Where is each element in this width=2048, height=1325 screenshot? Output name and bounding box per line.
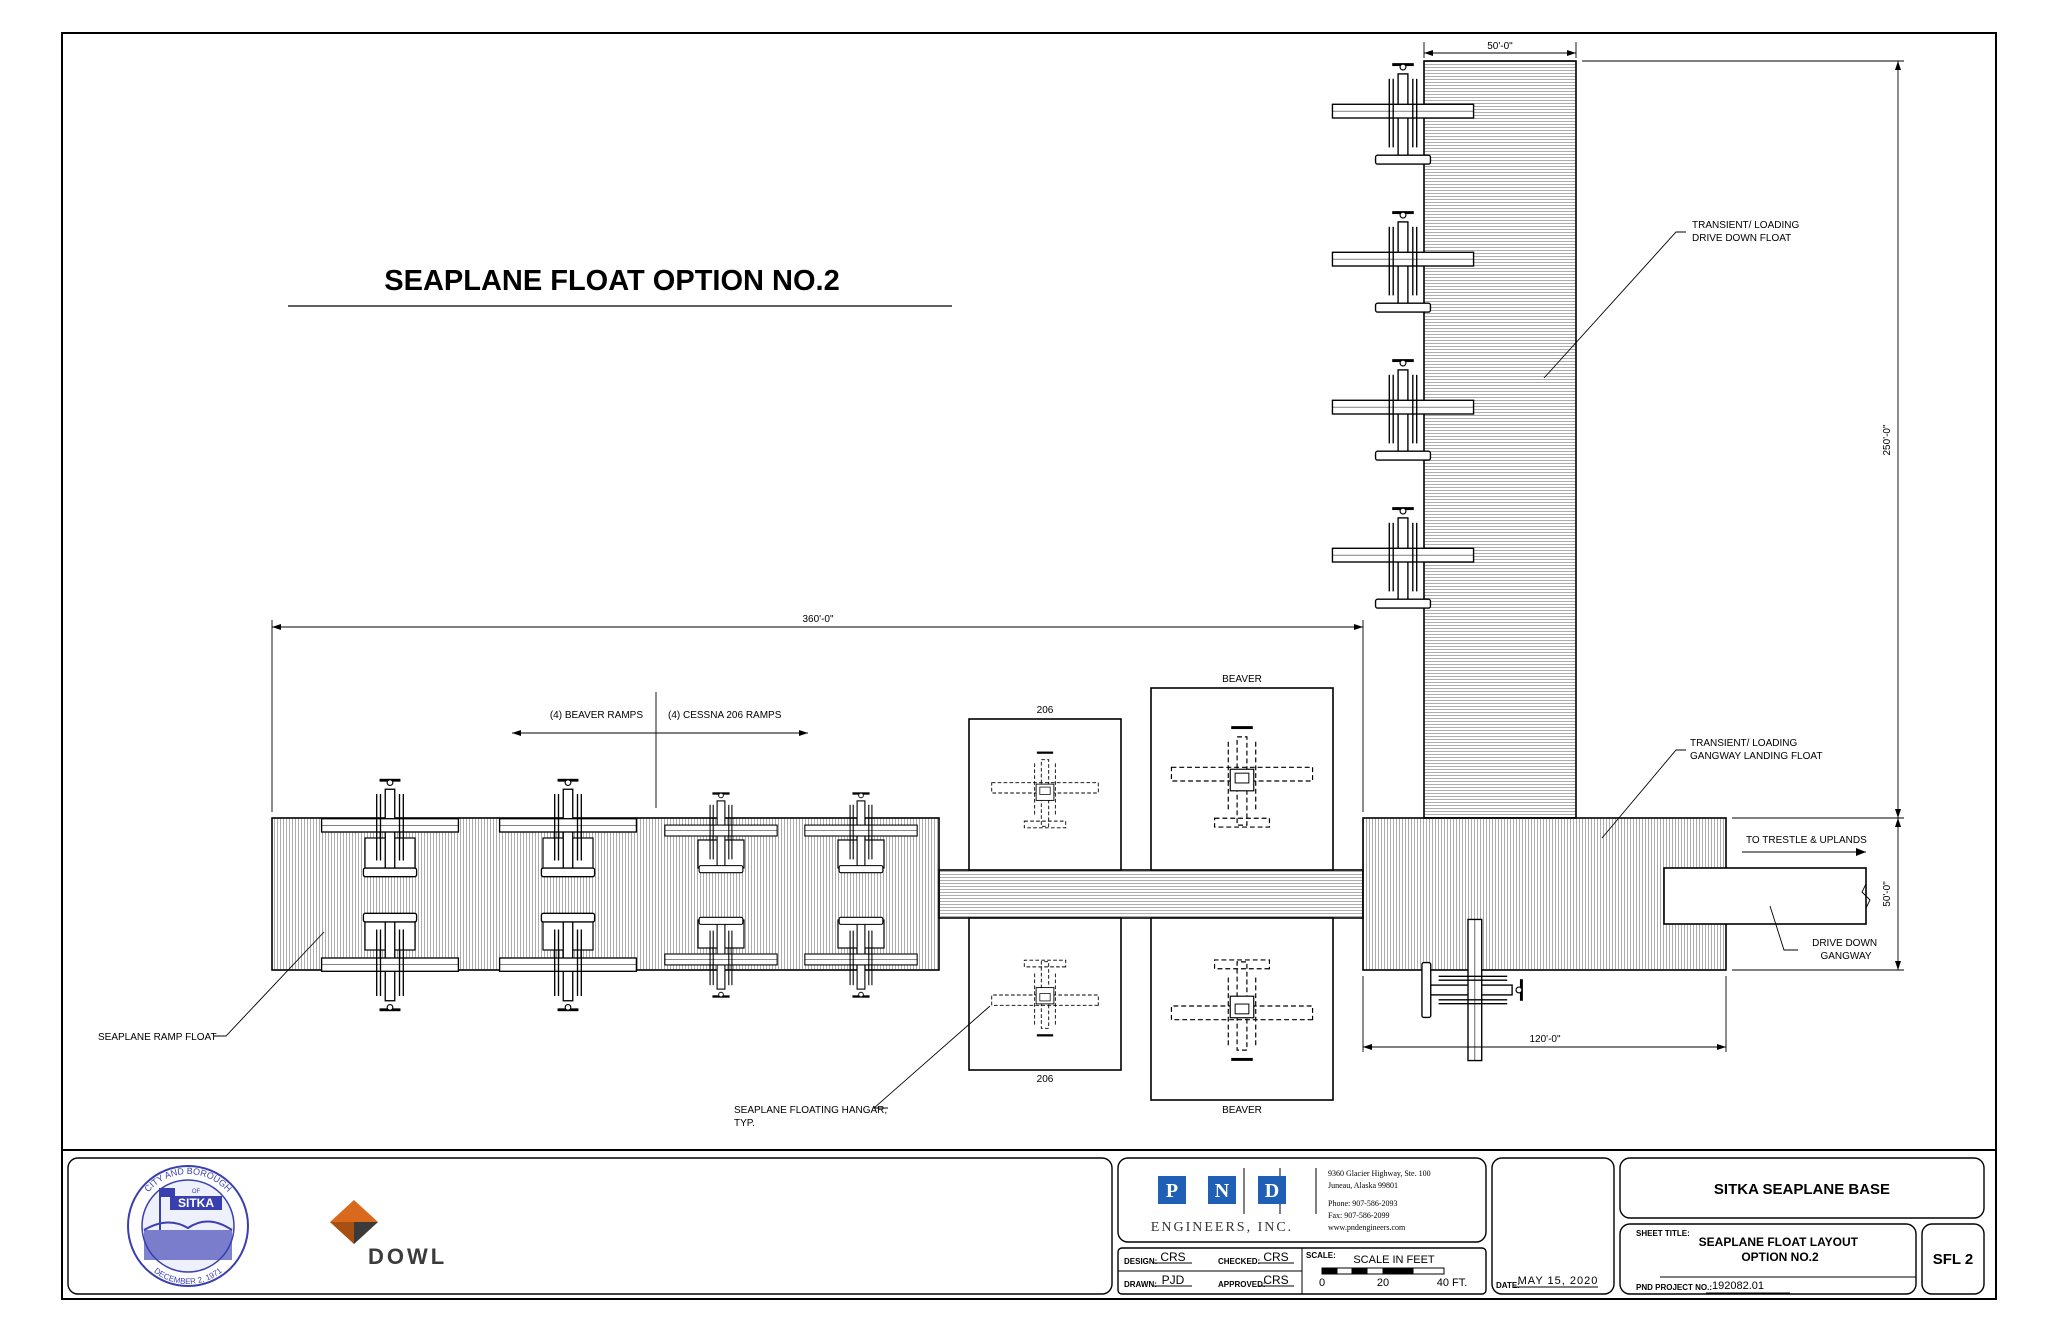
- pnd-contact: 9360 Glacier Highway, Ste. 100 Juneau, A…: [1328, 1169, 1431, 1232]
- label-transient-gangway: TRANSIENT/ LOADING GANGWAY LANDING FLOAT: [1690, 738, 1822, 762]
- scale-tick-40: 40 FT.: [1437, 1277, 1468, 1289]
- dowl-logo-icon: DOWL: [330, 1200, 447, 1269]
- svg-text:www.pndengineers.com: www.pndengineers.com: [1328, 1223, 1406, 1232]
- hangar-beaver-top: [1150, 687, 1334, 871]
- city-seal-icon: SITKA OF CITY AND BOROUGH DECEMBER 2, 19…: [127, 1165, 249, 1287]
- label-seaplane-ramp-float: SEAPLANE RAMP FLOAT: [98, 1032, 217, 1043]
- scale-text: SCALE IN FEET: [1353, 1254, 1435, 1266]
- pnd-company-name: ENGINEERS, INC.: [1151, 1220, 1293, 1235]
- pnd-letter-p: P: [1166, 1180, 1178, 1202]
- scale-label: SCALE:: [1306, 1251, 1336, 1260]
- scale-tick-0: 0: [1319, 1277, 1325, 1289]
- label-hangar-206-top: 206: [1037, 705, 1054, 716]
- dimension-arrowheads: [272, 50, 1901, 1050]
- scale-bar: [1321, 1267, 1445, 1275]
- dim-gangway-float-length: 120'-0": [1529, 1034, 1560, 1045]
- svg-text:Phone: 907-586-2093: Phone: 907-586-2093: [1328, 1199, 1398, 1208]
- project-name: SITKA SEAPLANE BASE: [1714, 1181, 1890, 1198]
- drawing-title: SEAPLANE FLOAT OPTION NO.2: [384, 265, 839, 297]
- connecting-walkway: [938, 869, 1364, 919]
- pnd-logo-icon: P N D: [1158, 1176, 1286, 1204]
- drawn-value: PJD: [1162, 1273, 1185, 1287]
- design-value: CRS: [1160, 1250, 1185, 1264]
- sheet-title: SEAPLANE FLOAT LAYOUT OPTION NO.2: [1699, 1235, 1862, 1264]
- label-hangar-beaver-top: BEAVER: [1222, 674, 1262, 685]
- checked-value: CRS: [1263, 1250, 1288, 1264]
- label-hangar-206-bottom: 206: [1037, 1074, 1054, 1085]
- label-seaplane-floating-hangar: SEAPLANE FLOATING HANGAR, TYP.: [734, 1105, 890, 1129]
- pnd-letter-n: N: [1215, 1180, 1230, 1202]
- seal-name: SITKA: [178, 1196, 214, 1210]
- label-hangar-beaver-bottom: BEAVER: [1222, 1105, 1262, 1116]
- pnd-project-label: PND PROJECT NO.:: [1636, 1283, 1712, 1292]
- scale-tick-20: 20: [1377, 1277, 1389, 1289]
- date-label: DATE:: [1496, 1281, 1520, 1290]
- label-cessna-ramps: (4) CESSNA 206 RAMPS: [668, 710, 782, 721]
- checked-label: CHECKED:: [1218, 1257, 1260, 1266]
- sheet-border: [61, 32, 1997, 1300]
- dim-drive-down-length: 250'-0": [1882, 424, 1893, 455]
- svg-text:Fax: 907-586-2099: Fax: 907-586-2099: [1328, 1211, 1390, 1220]
- design-label: DESIGN:: [1124, 1257, 1157, 1266]
- leader-lines: [214, 231, 1798, 1109]
- label-beaver-ramps: (4) BEAVER RAMPS: [550, 710, 643, 721]
- pnd-letter-d: D: [1265, 1180, 1279, 1202]
- pnd-project-value: 192082.01: [1712, 1280, 1764, 1292]
- approved-value: CRS: [1263, 1273, 1288, 1287]
- label-transient-drive-down: TRANSIENT/ LOADING DRIVE DOWN FLOAT: [1692, 220, 1802, 244]
- dowl-wordmark: DOWL: [368, 1244, 447, 1269]
- approved-label: APPROVED:: [1218, 1280, 1266, 1289]
- label-drive-down-gangway: DRIVE DOWN GANGWAY: [1812, 938, 1880, 962]
- svg-text:9360 Glacier Highway, Ste. 100: 9360 Glacier Highway, Ste. 100: [1328, 1169, 1431, 1178]
- dimension-lines: [271, 42, 1904, 1052]
- svg-text:Juneau, Alaska 99801: Juneau, Alaska 99801: [1328, 1181, 1398, 1190]
- title-block-rules: [1118, 1168, 1916, 1294]
- label-to-trestle: TO TRESTLE & UPLANDS: [1746, 835, 1867, 846]
- date-value: MAY 15, 2020: [1518, 1275, 1599, 1287]
- drawn-label: DRAWN:: [1124, 1280, 1157, 1289]
- dim-gangway-float-width: 50'-0": [1882, 881, 1893, 907]
- dim-drive-down-width: 50'-0": [1487, 41, 1513, 52]
- dim-overall-length: 360'-0": [802, 614, 833, 625]
- drive-down-gangway: [1663, 867, 1867, 925]
- sheet-title-label: SHEET TITLE:: [1636, 1229, 1690, 1238]
- sheet-number: SFL 2: [1933, 1251, 1974, 1268]
- seal-of: OF: [192, 1189, 201, 1195]
- drive-down-float: [1423, 60, 1577, 819]
